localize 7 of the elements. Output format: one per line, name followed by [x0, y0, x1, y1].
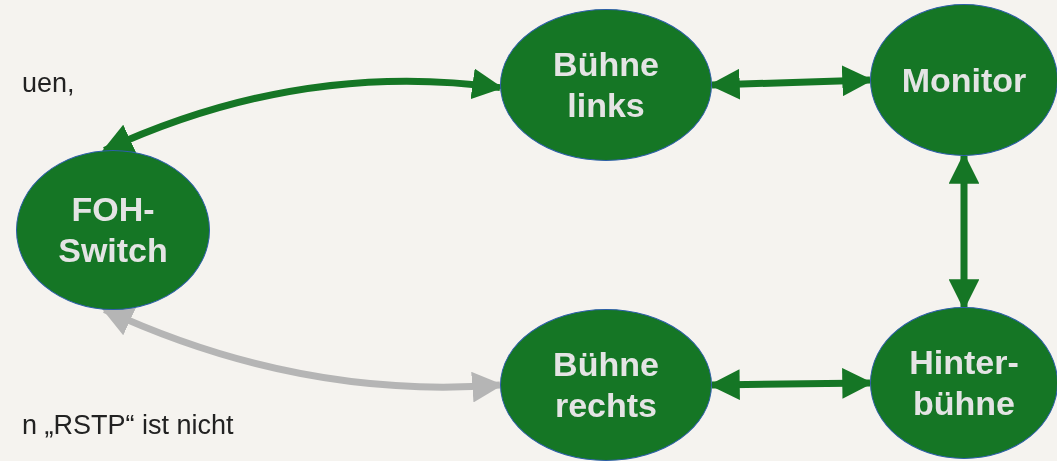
text-fragment: uen,	[22, 68, 75, 99]
node-label: Hinter- bühne	[908, 342, 1020, 424]
text-fragment: n „RSTP“ ist nicht	[22, 410, 234, 441]
node-label: Bühne links	[552, 44, 660, 126]
node-label: Monitor	[901, 59, 1027, 101]
node-label: FOH-Switch	[57, 189, 169, 271]
node-label: Bühne rechts	[552, 344, 660, 426]
